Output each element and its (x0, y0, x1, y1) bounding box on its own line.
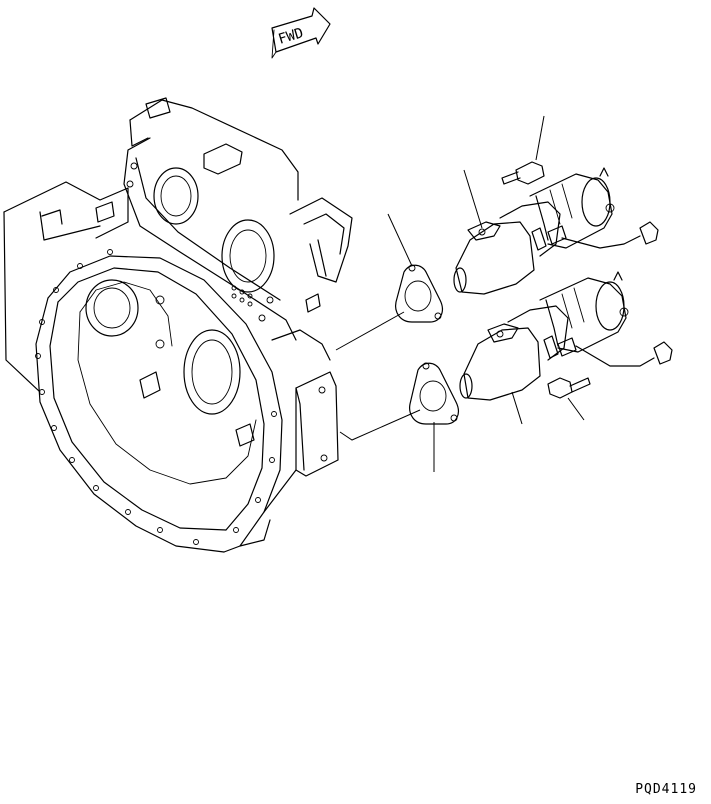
flywheel-housing (3, 97, 353, 553)
starter-motor-upper (453, 167, 659, 295)
bolt-lower (547, 377, 591, 399)
leader-starter-upper (463, 169, 483, 229)
gasket-upper-connector (335, 311, 405, 351)
leader-bolt-lower (567, 397, 585, 421)
gasket-upper (395, 264, 443, 323)
starter-motor-lower (459, 271, 673, 401)
forward-direction-arrow: FWD (271, 7, 331, 59)
bolt-upper (501, 161, 545, 185)
leader-bolt-upper (535, 115, 545, 161)
leader-gasket-upper (387, 213, 413, 267)
gasket-lower-connector (339, 409, 421, 441)
leader-starter-lower (511, 391, 523, 425)
gasket-lower (409, 362, 459, 425)
fwd-label: FWD (276, 25, 305, 48)
drawing-code: PQD4119 (635, 782, 697, 797)
